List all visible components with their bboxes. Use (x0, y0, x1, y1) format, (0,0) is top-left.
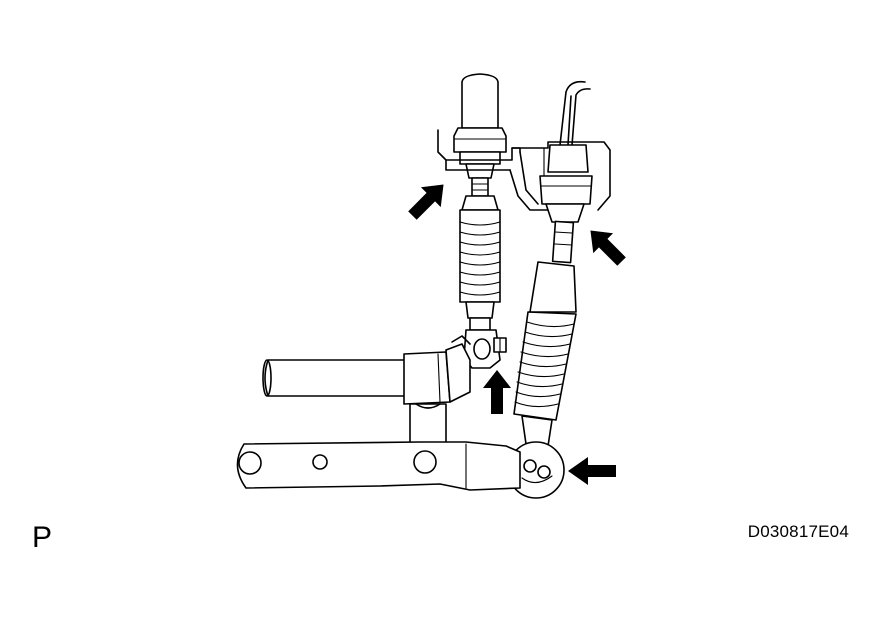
figure-code: D030817E04 (747, 522, 849, 541)
callout-arrows (408, 184, 626, 485)
left-cable (453, 73, 507, 369)
arrow-clevis (483, 370, 511, 414)
right-cable (507, 80, 593, 499)
corner-label: P (32, 521, 53, 554)
shift-lever-rod (262, 335, 471, 445)
arrow-ball-joint (568, 457, 616, 485)
arrow-left-cable-collar (408, 184, 444, 220)
shift-lever-arm (236, 441, 521, 491)
arrow-right-cable-collar (590, 230, 626, 266)
